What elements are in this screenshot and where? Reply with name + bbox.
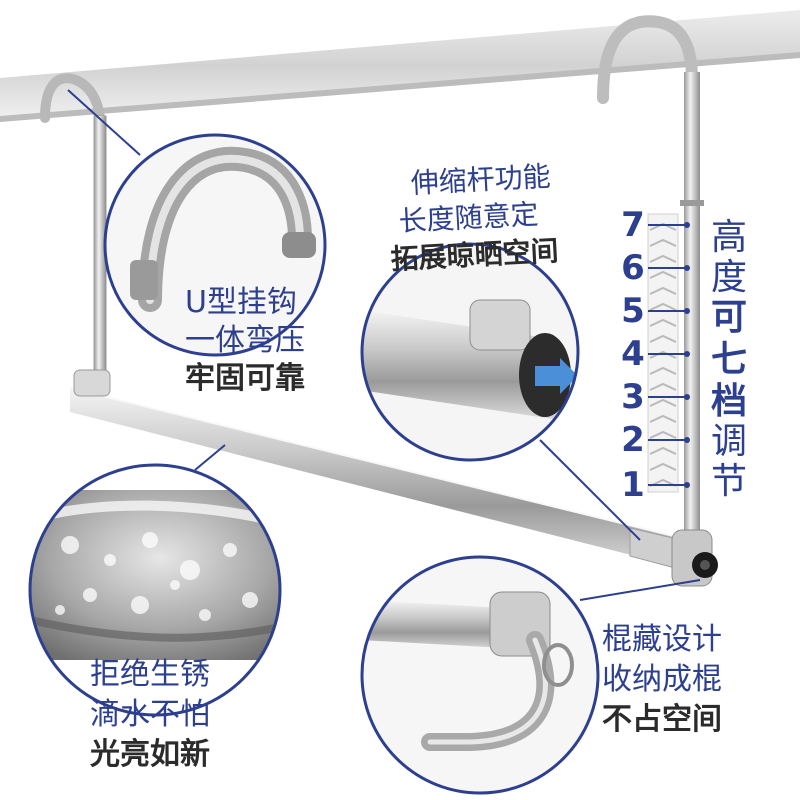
telescopic-text-line3: 拓展晾晒空间 [389, 234, 560, 276]
storage-closeup [360, 555, 600, 795]
hook-text-line3: 牢固可靠 [185, 361, 305, 396]
storage-text-line1: 棍藏设计 [602, 622, 722, 657]
hook-text-line2: 一体弯压 [185, 323, 305, 358]
hook-text-line1: U型挂钩 [185, 285, 297, 320]
height-label-char-2: 度 [710, 257, 747, 298]
rust-text-line3: 光亮如新 [90, 737, 210, 772]
height-level-4: 4 [621, 334, 645, 374]
height-label-char-3: 可 [710, 297, 747, 338]
height-label-char-5: 档 [710, 381, 747, 422]
height-level-7: 7 [621, 205, 645, 245]
height-label-char-7: 节 [710, 461, 747, 502]
telescopic-bar [69, 369, 718, 587]
telescopic-text-line2: 长度随意定 [397, 197, 540, 238]
rust-text-line1: 拒绝生锈 [90, 657, 210, 692]
height-label-char-4: 七 [710, 339, 747, 380]
height-level-1: 1 [621, 465, 645, 505]
height-level-2: 2 [621, 420, 645, 460]
hook-closeup [103, 133, 327, 357]
height-label-char-1: 高 [710, 217, 747, 258]
height-label-char-6: 调 [710, 421, 747, 462]
left-hook [40, 73, 105, 123]
rust-text-line2: 滴水不怕 [90, 697, 210, 732]
height-level-6: 6 [621, 248, 645, 288]
rustproof-closeup [28, 463, 282, 717]
height-scale [647, 213, 690, 493]
top-rail [0, 10, 800, 122]
telescopic-joint-closeup [360, 242, 580, 462]
storage-text-line3: 不占空间 [602, 702, 722, 737]
telescopic-text-line1: 伸缩杆功能 [409, 159, 552, 200]
height-level-5: 5 [621, 291, 645, 331]
storage-text-line2: 收纳成棍 [602, 662, 722, 697]
right-hook [597, 15, 698, 104]
height-level-3: 3 [621, 377, 645, 417]
